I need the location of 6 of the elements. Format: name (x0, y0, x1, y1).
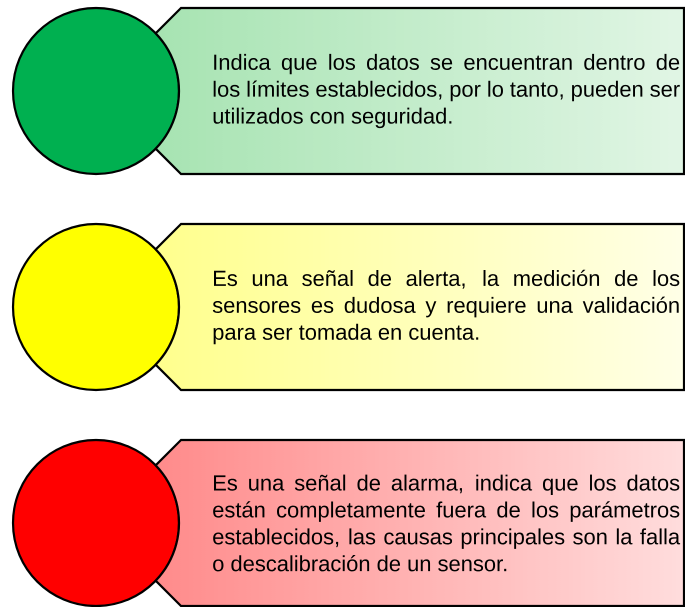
status-circle (12, 222, 180, 392)
text-banner: Es una señal de alarma, indica que los datos están completamente fuera de los parámetros establecidos, las causas principales son la falla o descalibración de un sensor. (154, 438, 685, 607)
status-circle (12, 6, 180, 176)
text-banner: Indica que los datos se encuentran dentro de los límites establecidos, por lo tanto, pueden ser utilizados con seguridad. (154, 6, 685, 176)
text-banner: Es una señal de alerta, la medición de los sensores es dudosa y requiere una validación para ser tomada en cuenta. (154, 222, 685, 392)
status-circle (12, 438, 180, 607)
